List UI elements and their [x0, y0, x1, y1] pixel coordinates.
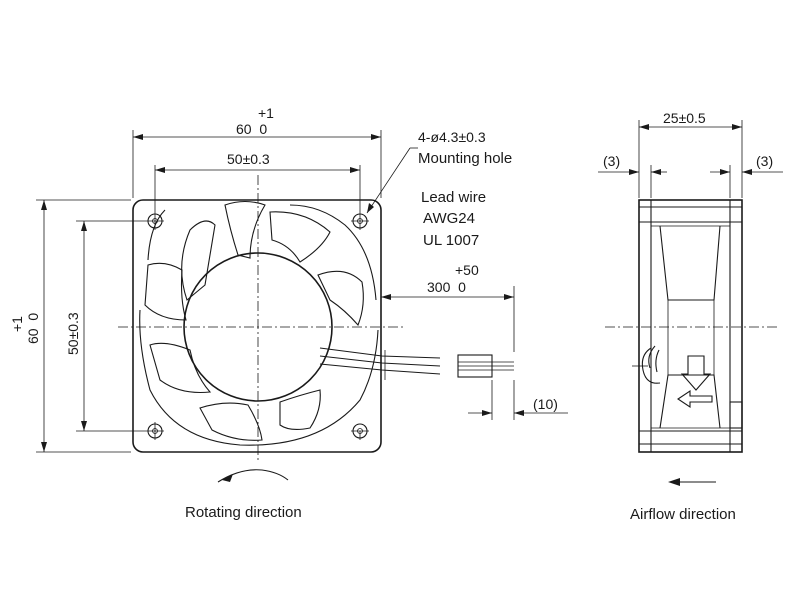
dim-overall-width: +1 60 0 [132, 105, 382, 198]
front-view: +1 60 0 50±0.3 +1 60 0 [9, 105, 568, 521]
dim-lead-length-tolerance: +50 [455, 262, 479, 278]
fan-blades [144, 200, 364, 441]
side-lead-wire [632, 345, 661, 384]
airflow-direction-caption: Airflow direction [630, 506, 736, 523]
lead-wire [319, 347, 514, 380]
venturi-opening [139, 204, 379, 446]
dim-width-tolerance: +1 [258, 105, 274, 121]
side-flanges [639, 200, 742, 452]
dim-strip-length: (10) [468, 380, 568, 420]
mounting-hole-label: Mounting hole [418, 150, 512, 167]
dim-flange-right: (3) [710, 153, 783, 198]
lead-wire-note: Lead wire AWG24 UL 1007 [421, 189, 486, 249]
side-view: 25±0.5 (3) (3) Airflow direction [598, 110, 783, 523]
lead-wire-label: Lead wire [421, 189, 486, 206]
dim-lead-length: +50 300 0 [380, 262, 515, 352]
dim-vertical-hole-pitch: 50±0.3 [65, 220, 146, 432]
dim-height-tolerance: +1 [9, 316, 25, 332]
dim-lead-length-value: 300 0 [427, 279, 466, 295]
airflow-arrow-icon [668, 478, 716, 486]
rotation-mark-icon [680, 355, 712, 391]
rotating-direction-caption: Rotating direction [185, 504, 302, 521]
dim-depth-value: 25±0.5 [663, 110, 706, 126]
mounting-holes [146, 212, 369, 440]
airflow-mark-icon [677, 389, 713, 409]
side-inner-body [659, 225, 743, 429]
side-frame [638, 199, 743, 453]
lead-wire-gauge: AWG24 [423, 210, 475, 227]
rotation-arrow-icon [217, 469, 289, 483]
mounting-hole-callout: 4-ø4.3±0.3 Mounting hole [366, 129, 512, 214]
fan-hub [183, 252, 333, 402]
dim-depth: 25±0.5 [638, 110, 743, 198]
dim-hole-pitch: 50±0.3 [154, 151, 361, 212]
mounting-hole-spec: 4-ø4.3±0.3 [418, 129, 486, 145]
dim-flange-right-value: (3) [756, 153, 773, 169]
dim-width-value: 60 0 [236, 121, 267, 137]
dim-height-value: 60 0 [25, 313, 41, 344]
fan-frame [132, 199, 382, 453]
dim-vertical-hole-pitch-value: 50±0.3 [65, 312, 81, 355]
dim-hole-pitch-value: 50±0.3 [227, 151, 270, 167]
dim-flange-left: (3) [598, 153, 667, 198]
lead-wire-standard: UL 1007 [423, 232, 479, 249]
dim-flange-left-value: (3) [603, 153, 620, 169]
dim-overall-height: +1 60 0 [9, 199, 131, 453]
dim-strip-length-value: (10) [533, 396, 558, 412]
